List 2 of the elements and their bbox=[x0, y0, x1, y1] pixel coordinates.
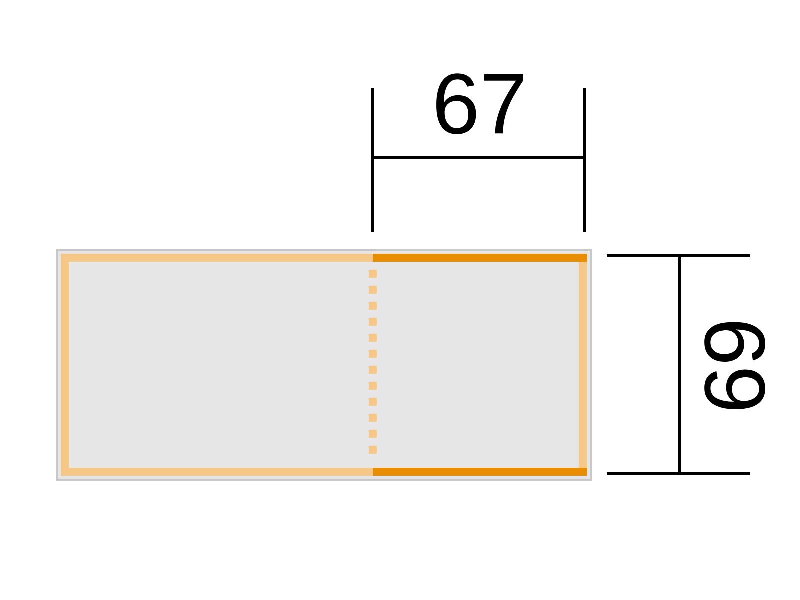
dimension-label: 69 bbox=[704, 322, 766, 410]
dimension-label: 67 bbox=[436, 74, 524, 134]
